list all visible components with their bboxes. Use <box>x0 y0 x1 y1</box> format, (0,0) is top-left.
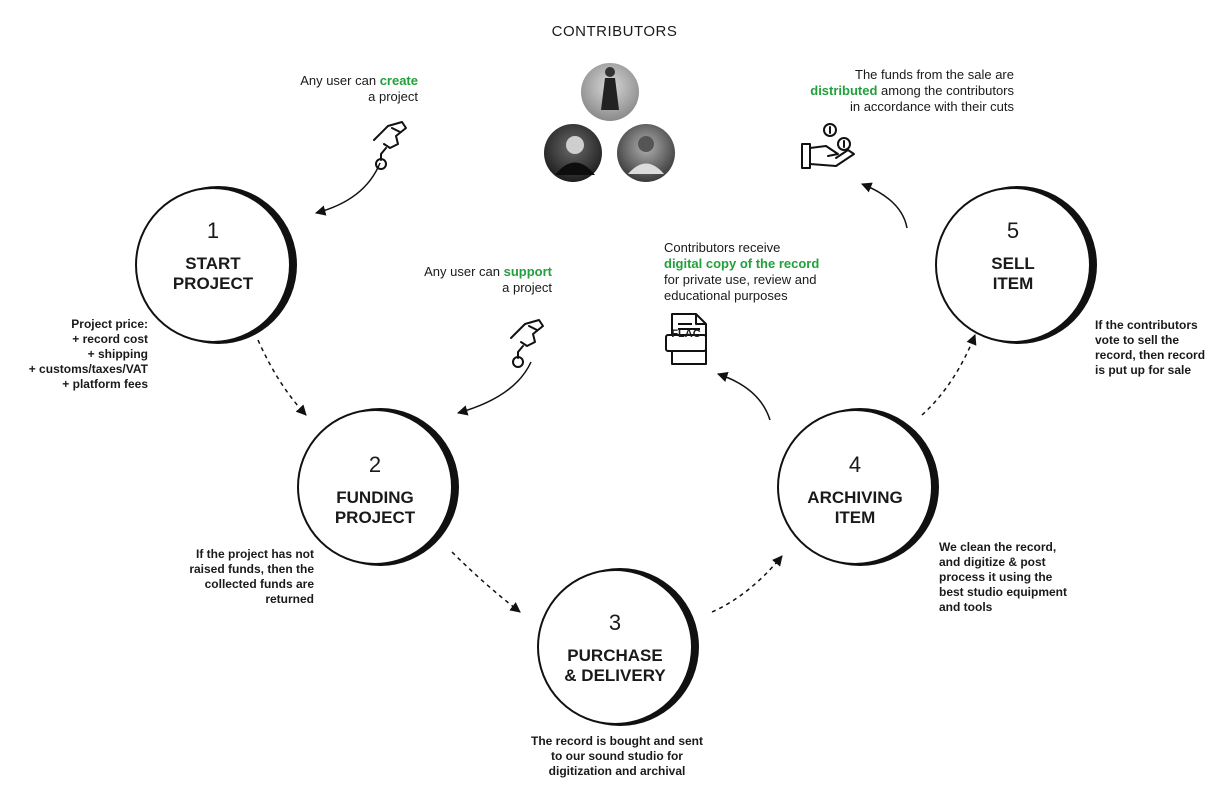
step-label: ARCHIVING ITEM <box>807 488 903 527</box>
step-number: 4 <box>848 452 862 477</box>
price-line: + platform fees <box>62 377 148 391</box>
step-1-circle <box>135 186 297 344</box>
flac-file-icon <box>665 313 707 365</box>
contributors-title: CONTRIBUTORS <box>551 23 678 40</box>
contributor-avatar <box>581 63 639 121</box>
funds-note-suffix: among the contributors in accordance wit… <box>849 83 1014 114</box>
step-2: 2 FUNDING PROJECT <box>305 452 445 528</box>
sell-note: If the contributors vote to sell the rec… <box>1095 318 1206 377</box>
contributor-avatars <box>544 63 675 182</box>
receive-note-suffix: for private use, review and educational … <box>664 272 817 303</box>
step-number: 1 <box>206 218 220 243</box>
arrow-2-to-3 <box>451 551 521 613</box>
step-5: 5 SELL ITEM <box>943 218 1083 294</box>
receive-highlight: digital copy of the record <box>664 256 820 271</box>
support-note-prefix: Any user can <box>424 264 504 279</box>
hand-coin-icon <box>373 121 407 170</box>
create-note-suffix: a project <box>368 89 418 104</box>
funds-note: The funds from the sale are distributed … <box>800 67 1014 115</box>
step-label: START PROJECT <box>172 254 254 293</box>
arrow-1-to-2 <box>257 339 307 416</box>
price-line: + record cost <box>72 332 148 346</box>
receive-note: Contributors receive digital copy of the… <box>664 240 839 304</box>
step-label: PURCHASE & DELIVERY <box>564 646 666 685</box>
step-2-circle <box>297 408 459 566</box>
create-note: Any user can create a project <box>270 73 418 105</box>
arrow-sell <box>861 182 908 229</box>
create-highlight: create <box>379 73 418 88</box>
step-5-circle <box>935 186 1097 344</box>
contributor-avatar <box>544 124 602 182</box>
arrow-receive <box>717 372 771 421</box>
step-3-circle <box>537 568 699 726</box>
contributor-avatar <box>617 124 675 182</box>
price-line: + shipping <box>87 347 148 361</box>
step-label: FUNDING PROJECT <box>334 488 416 527</box>
archive-note: We clean the record, and digitize & post… <box>939 540 1068 614</box>
step-4-circle <box>777 408 939 566</box>
support-note: Any user can support a project <box>400 264 552 296</box>
arrow-support <box>456 361 532 416</box>
support-highlight: support <box>503 264 552 279</box>
step-4: 4 ARCHIVING ITEM <box>785 452 925 528</box>
step-number: 3 <box>608 610 622 635</box>
price-line: + customs/taxes/VAT <box>28 362 148 376</box>
step-1: 1 START PROJECT <box>143 218 283 294</box>
step-label: SELL ITEM <box>991 254 1035 293</box>
hand-coin-icon <box>510 319 544 368</box>
refund-note: If the project has not raised funds, the… <box>189 547 314 606</box>
purchase-note: The record is bought and sent to our sou… <box>530 734 703 778</box>
support-note-suffix: a project <box>502 280 552 295</box>
create-note-prefix: Any user can <box>300 73 380 88</box>
receive-note-prefix: Contributors receive <box>664 240 781 255</box>
step-number: 5 <box>1006 218 1020 243</box>
arrow-4-to-5 <box>921 334 977 416</box>
funds-note-prefix: The funds from the sale are <box>855 67 1014 82</box>
price-line: Project price: <box>71 317 148 331</box>
hand-money-icon <box>801 123 855 169</box>
flac-label: FLAC <box>671 328 701 340</box>
step-3: 3 PURCHASE & DELIVERY <box>545 610 685 686</box>
project-price-note: Project price: + record cost + shipping … <box>20 317 148 392</box>
arrow-3-to-4 <box>711 555 783 613</box>
funds-highlight: distributed <box>810 83 878 98</box>
arrow-create <box>314 162 381 216</box>
step-number: 2 <box>368 452 382 477</box>
